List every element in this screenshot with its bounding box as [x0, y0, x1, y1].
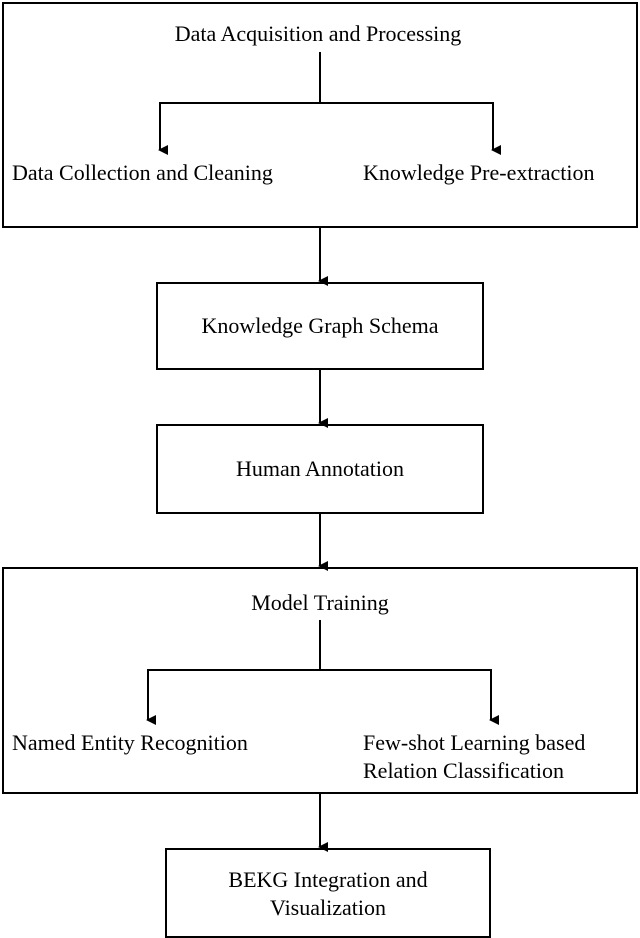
acquisition-box [2, 2, 638, 228]
training-right-label-line2: Relation Classification [363, 758, 565, 783]
acquisition-left-label: Data Collection and Cleaning [12, 160, 273, 185]
schema-title: Knowledge Graph Schema [201, 313, 439, 338]
integration-title-line2: Visualization [270, 895, 386, 920]
acquisition-right-label: Knowledge Pre-extraction [363, 160, 595, 185]
integration-title-line1: BEKG Integration and [228, 867, 428, 892]
training-title: Model Training [251, 590, 389, 615]
acquisition-title: Data Acquisition and Processing [174, 21, 462, 46]
annotation-title: Human Annotation [235, 456, 405, 481]
training-left-label: Named Entity Recognition [12, 730, 248, 755]
training-box [2, 567, 638, 794]
annotation-box [156, 424, 484, 514]
schema-box [156, 282, 484, 370]
training-right-label-line1: Few-shot Learning based [363, 730, 586, 755]
integration-box [165, 848, 491, 938]
